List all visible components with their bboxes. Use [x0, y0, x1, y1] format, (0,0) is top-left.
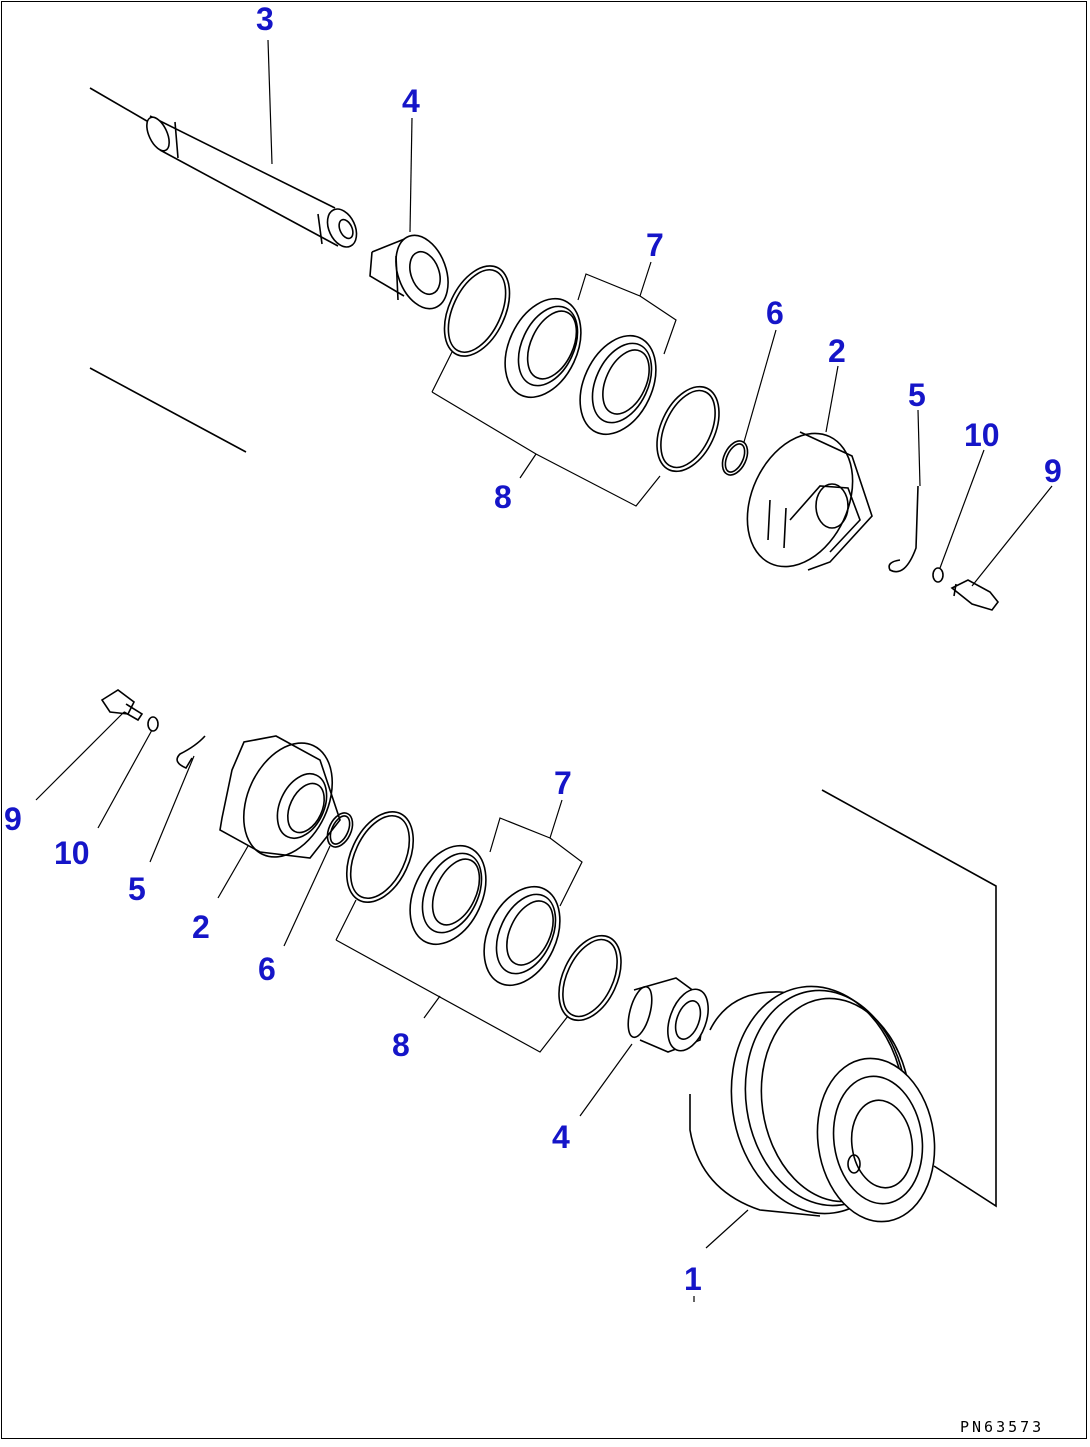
- callout-3: 3: [256, 1, 274, 37]
- floating-seal-part: [504, 297, 582, 399]
- leader-lines: [35, 711, 749, 1302]
- callout-7: 7: [646, 227, 664, 263]
- callout-10: 10: [54, 835, 90, 871]
- callout-6: 6: [766, 295, 784, 331]
- callout-2: 2: [192, 909, 210, 945]
- small-ring-part: [326, 812, 354, 848]
- floating-seal-part: [409, 844, 487, 946]
- callout-10: 10: [964, 417, 1000, 453]
- bolt-part: [950, 579, 1000, 611]
- callout-8: 8: [392, 1027, 410, 1063]
- bolt-part: [100, 689, 144, 722]
- floating-seal-part: [483, 885, 561, 987]
- callout-4: 4: [402, 83, 420, 119]
- drawing-code: PN63573: [960, 1418, 1044, 1436]
- o-ring-part: [345, 811, 415, 903]
- callout-9: 9: [4, 801, 22, 837]
- callout-4: 4: [552, 1119, 570, 1155]
- o-ring-part: [656, 385, 720, 473]
- leader-lines: [267, 39, 1053, 587]
- callout-6: 6: [258, 951, 276, 987]
- collar-part: [219, 735, 341, 859]
- callout-5: 5: [908, 377, 926, 413]
- shaft-part: [89, 87, 358, 248]
- pin-part: [176, 735, 206, 770]
- track-roller-part: [689, 985, 936, 1223]
- collar-part: [746, 431, 873, 571]
- callout-1: 1: [684, 1261, 702, 1297]
- callout-5: 5: [128, 871, 146, 907]
- callout-8: 8: [494, 479, 512, 515]
- o-ring-part: [443, 265, 511, 357]
- o-ring-part: [558, 934, 622, 1022]
- bushing-part: [627, 977, 709, 1053]
- callout-2: 2: [828, 333, 846, 369]
- bushing-part: [369, 234, 449, 310]
- washer-part: [932, 567, 944, 583]
- callout-7: 7: [554, 765, 572, 801]
- washer-part: [147, 716, 159, 732]
- pin-part: [888, 485, 919, 573]
- floating-seal-part: [579, 334, 657, 436]
- small-ring-part: [721, 440, 749, 476]
- callout-9: 9: [1044, 453, 1062, 489]
